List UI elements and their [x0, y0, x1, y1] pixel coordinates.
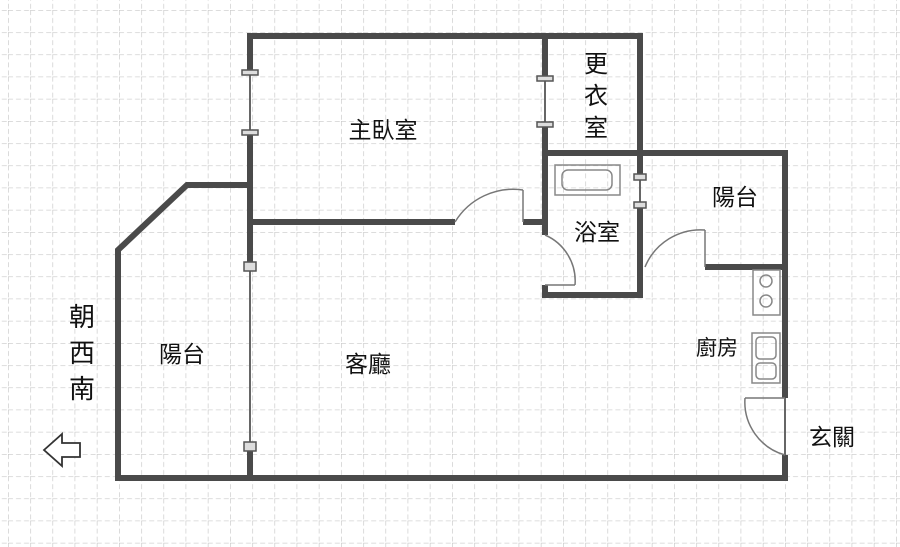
room-label-master-bedroom: 主臥室 — [348, 118, 418, 144]
room-label-living-room: 客廳 — [345, 352, 391, 378]
room-label-entrance: 玄關 — [809, 425, 855, 451]
doors — [454, 188, 786, 456]
room-label-walk-in-closet: 更衣室 — [584, 50, 608, 142]
stove-icon — [752, 269, 781, 316]
room-label-kitchen: 廚房 — [696, 336, 738, 360]
arrow-left-icon — [42, 431, 81, 469]
window-lines — [249, 72, 786, 455]
bathtub-icon — [554, 164, 621, 196]
room-label-bathroom: 浴室 — [574, 220, 620, 246]
orientation-label: 朝西南 — [68, 303, 95, 405]
walls — [115, 33, 788, 481]
fixtures — [554, 164, 781, 384]
window-markers — [241, 69, 647, 452]
room-label-balcony-west: 陽台 — [159, 342, 205, 368]
room-label-balcony-east: 陽台 — [712, 185, 758, 211]
sink-icon — [751, 332, 781, 384]
